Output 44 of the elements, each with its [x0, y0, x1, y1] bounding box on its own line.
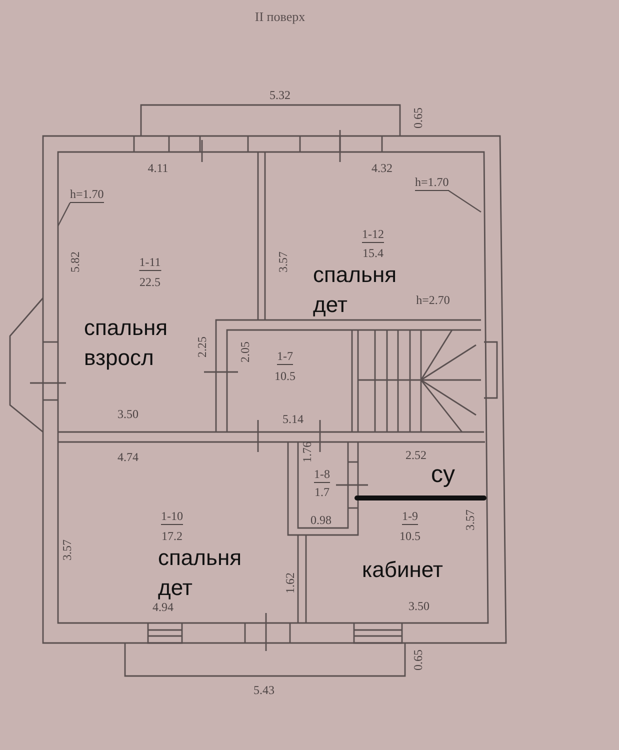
- room-name: су: [431, 463, 455, 487]
- dimension-value: 5.43: [254, 684, 274, 696]
- leader-line: [448, 190, 482, 212]
- dimension-value: 3.57: [61, 540, 73, 560]
- ceiling-height-note: h=1.70: [70, 188, 104, 203]
- dimension-value: 3.50: [408, 600, 430, 612]
- room-number: 1-10: [161, 510, 183, 525]
- leader-line: [57, 202, 71, 226]
- dimension-value: 2.52: [406, 449, 426, 461]
- room-area-value: 17.2: [162, 530, 182, 544]
- dimension-value: 2.05: [239, 342, 251, 362]
- dimension-value: 5.14: [282, 413, 304, 425]
- room-number: 1-8: [314, 468, 330, 483]
- room-number: 1-7: [277, 350, 293, 365]
- dimension-value: 1.76: [301, 442, 313, 462]
- room-name: спальня взросл: [84, 314, 169, 372]
- room-number: 1-9: [402, 510, 418, 525]
- room-area-value: 15.4: [362, 247, 384, 261]
- room-area-value: 10.5: [400, 530, 420, 544]
- dimension-value: 4.94: [152, 601, 174, 613]
- room-name: спальня дет: [158, 544, 243, 602]
- dimension-value: 0.65: [412, 650, 424, 670]
- dimension-value: 2.25: [196, 336, 208, 358]
- dimension-value: 4.11: [148, 162, 168, 174]
- room-area-value: 10.5: [274, 370, 296, 384]
- dimension-value: 3.50: [118, 408, 138, 420]
- ceiling-height-note: h=1.70: [415, 176, 449, 191]
- room-name: кабинет: [362, 556, 444, 584]
- dimension-value: 1.62: [284, 572, 296, 594]
- room-area-value: 22.5: [140, 276, 160, 290]
- dimension-value: 5.82: [69, 252, 81, 272]
- dimension-value: 0.65: [412, 108, 424, 128]
- floor-title: II поверх: [254, 9, 306, 25]
- room-number: 1-11: [139, 256, 161, 271]
- dimension-value: 4.32: [372, 162, 392, 174]
- dimension-value: 5.32: [270, 89, 290, 101]
- dimension-value: 0.98: [310, 514, 332, 526]
- room-area-value: 1.7: [314, 486, 330, 500]
- dimension-value: 4.74: [118, 451, 138, 463]
- room-number: 1-12: [362, 228, 384, 243]
- dimension-value: h=2.70: [416, 294, 450, 306]
- dimension-value: 3.57: [277, 252, 289, 272]
- dimension-value: 3.57: [464, 510, 476, 530]
- room-name: спальня дет: [313, 261, 398, 319]
